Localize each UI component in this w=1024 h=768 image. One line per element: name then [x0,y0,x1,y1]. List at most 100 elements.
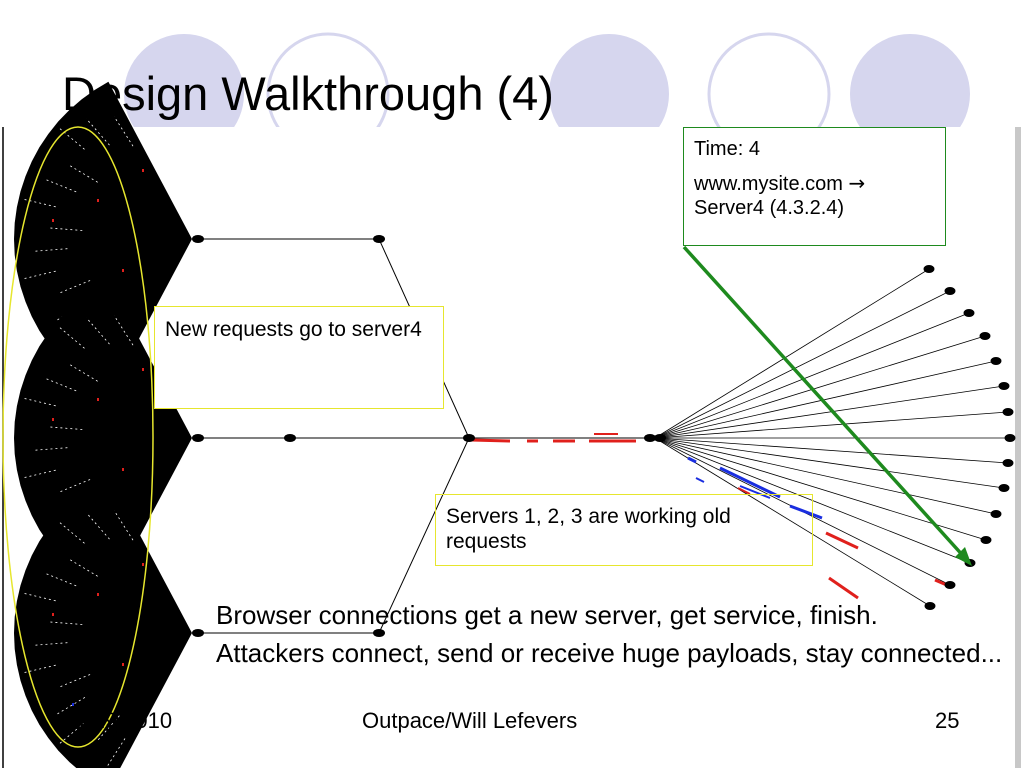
node [192,235,204,243]
client-streak [21,592,56,602]
client-streak [21,270,56,280]
client-streak [43,572,77,587]
client-streak [54,697,86,716]
server-node [990,510,1002,518]
server-node [923,265,935,273]
client-streak [95,715,120,743]
dns-mapping: www.mysite.com →Server4 (4.3.2.4) [694,171,935,220]
server-node [980,536,992,544]
node [644,434,656,442]
attack-traffic [737,487,751,495]
decor-circle [549,34,669,154]
browser-traffic [687,456,697,464]
client-streak [57,674,91,689]
server-node [963,309,975,317]
server-node [979,332,991,340]
browser-traffic [719,466,781,499]
traffic-speck [142,169,144,172]
server-nodes [923,265,1016,610]
browser-traffic [789,504,823,520]
client-streak [67,362,98,382]
client-streak [32,642,68,646]
footer-date: 10/29/2010 [62,708,173,733]
traffic-speck [52,418,54,421]
attack-traffic [825,531,859,550]
new-requests-callout: New requests go to server4 [154,306,444,409]
traffic-speck [142,368,144,371]
server-link [654,385,1005,439]
node [373,235,385,243]
decor-circle [124,34,244,154]
old-requests-callout: Servers 1, 2, 3 are working old requests [435,494,813,566]
server-node [944,287,956,295]
node [65,536,75,544]
server-link [654,360,997,439]
slide-title: Design Walkthrough (4) [62,67,554,120]
traffic-marks [470,433,950,600]
server-node [1004,434,1016,442]
time-callout: Time: 4 www.mysite.com →Server4 (4.3.2.4… [683,127,946,246]
client-streak [86,118,110,146]
pointer-arrow [682,245,972,566]
browser-traffic [739,485,771,499]
traffic-speck [122,468,124,471]
client-streak [43,377,77,392]
footer-author: Outpace/Will Lefevers [362,708,578,733]
server-link [654,437,1005,489]
server-link [654,290,951,439]
server-link [654,335,986,439]
attack-traffic [695,477,705,483]
traffic-speck [52,613,54,616]
node [65,142,75,150]
client-streak [21,469,56,479]
client-streak [47,426,83,430]
node [654,434,666,442]
attack-traffic [470,438,511,443]
decor-circle [850,34,970,154]
node [373,629,385,637]
traffic-speck [52,219,54,222]
server-node [998,484,1010,492]
client-streak [57,325,85,349]
client-fan-body [14,475,192,768]
client-streak [113,116,134,147]
node [192,434,204,442]
attack-traffic [828,576,859,600]
footer-page-number: 25 [935,708,960,733]
caption-line-1: Browser connections get a new server, ge… [216,600,878,630]
client-streak [86,317,110,345]
client-streak [47,227,83,231]
mapping-target: Server4 (4.3.2.4) [694,197,845,219]
network-links [198,238,655,634]
client-streak [57,280,91,295]
traffic-speck [97,593,99,596]
server-node [990,357,1002,365]
client-highlight-ellipse [2,126,154,748]
server-node [1002,408,1014,416]
node [463,434,475,442]
server-link [654,437,1009,464]
network-nodes [192,235,666,637]
client-streak [86,512,110,540]
server-node [944,581,956,589]
link [378,437,470,634]
client-streak [57,479,91,494]
client-streak [113,315,134,346]
traffic-speck [142,563,144,566]
client-streak [57,126,85,150]
server-node [924,602,936,610]
client-streak [32,447,68,451]
node [284,434,296,442]
client-streak [21,198,56,208]
server-link [654,437,931,607]
traffic-speck [97,199,99,202]
client-streak [57,520,85,544]
client-streak [67,163,98,183]
client-streak [113,510,134,541]
mapping-domain: www.mysite.com [694,173,843,195]
client-streak [57,722,85,746]
caption-line-2: Attackers connect, send or receive huge … [216,638,1003,668]
traffic-speck [72,703,74,706]
server-link [654,411,1009,439]
